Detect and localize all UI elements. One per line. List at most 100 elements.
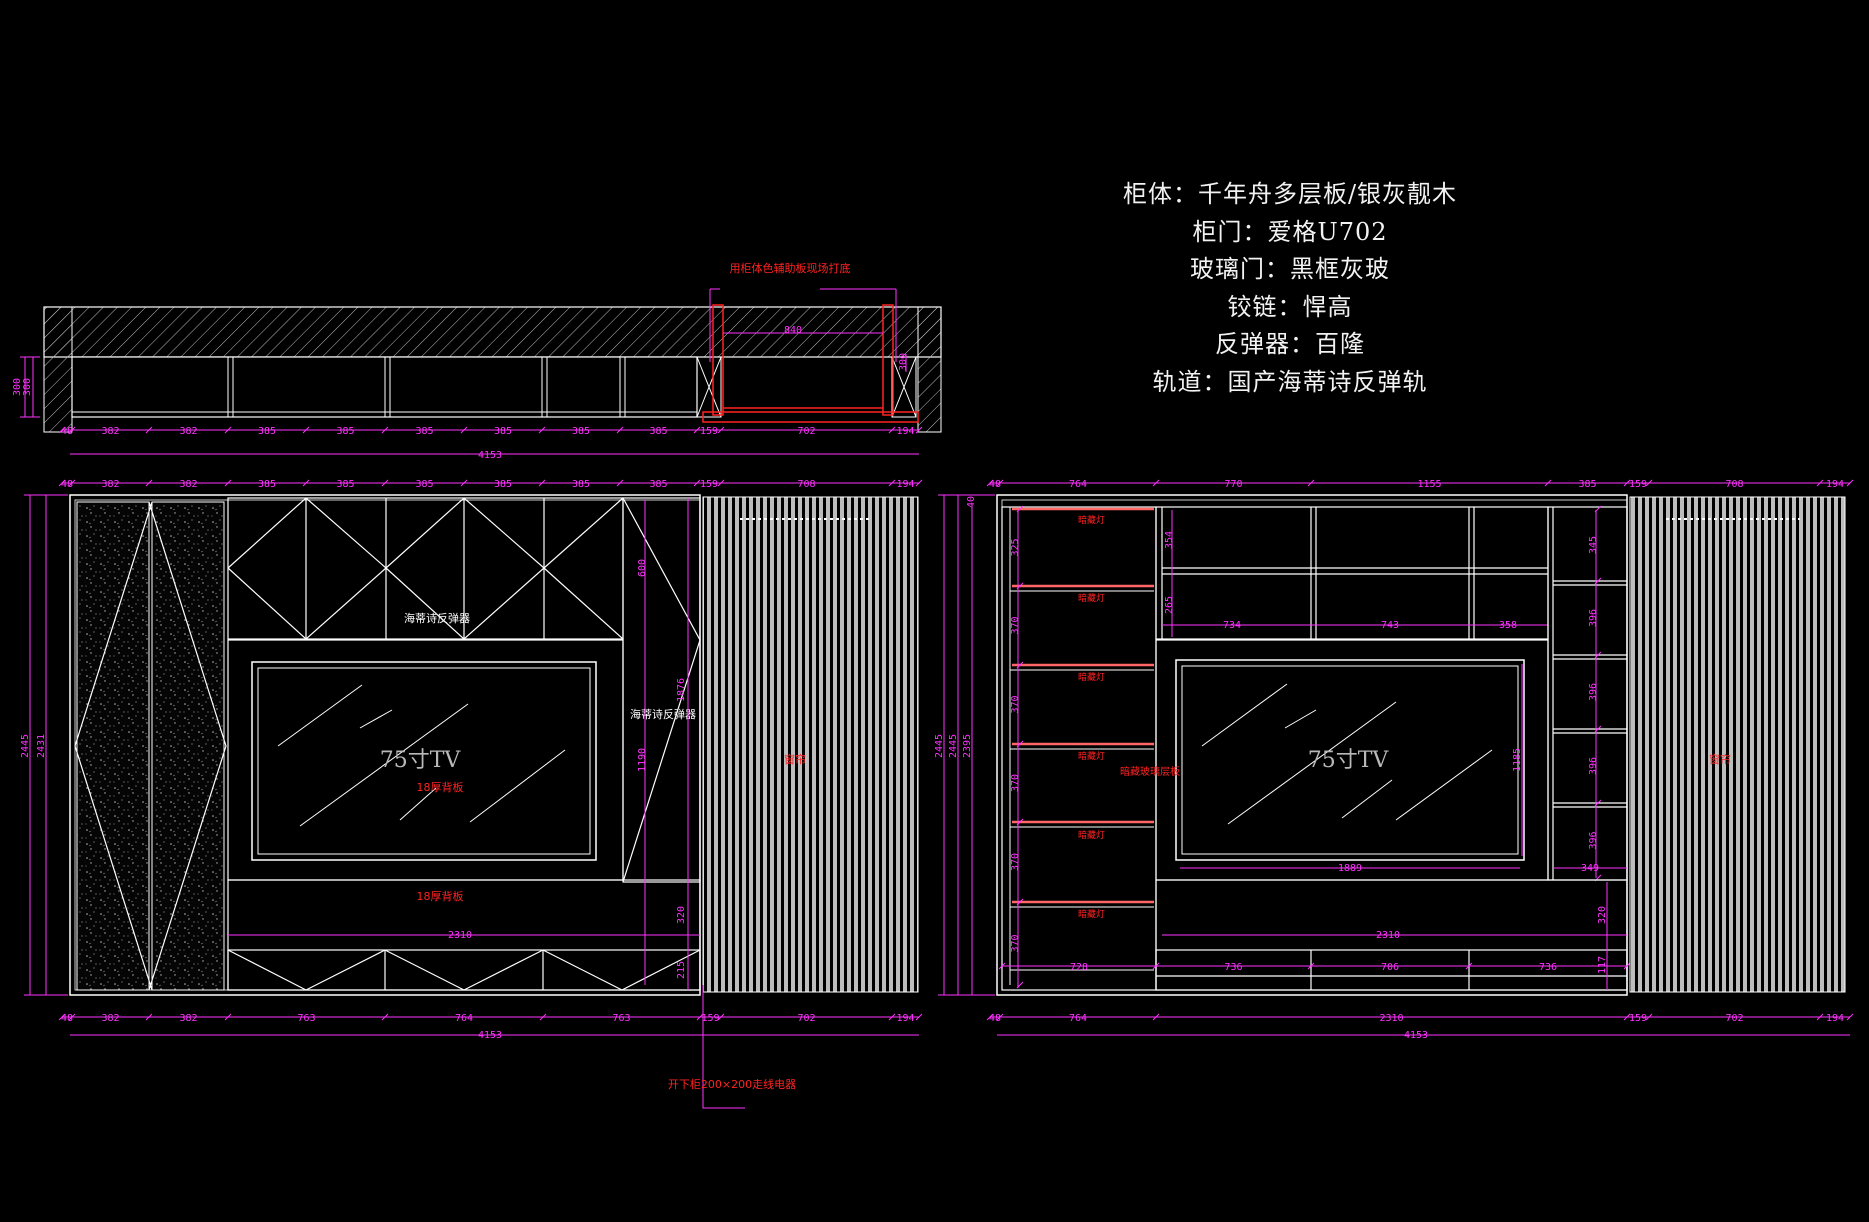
curtain-label-left: 窗帘: [784, 752, 806, 766]
plan-side-dim: 300: [898, 353, 909, 371]
left-top-dim-tick: [538, 479, 546, 487]
tv-width-dim: 1889: [1338, 863, 1362, 874]
left-top-dim-value: 385: [336, 479, 354, 490]
right-top-dim-value: 159: [1629, 479, 1647, 490]
rebound-label-side: 海蒂诗反弹器: [630, 707, 696, 721]
upper-dim-1: 354: [1164, 531, 1175, 549]
right-bottom-dim-value: 48: [989, 1013, 1001, 1024]
right-top-dim-tick: [1846, 479, 1854, 487]
left-height-dim-lines: [24, 494, 689, 996]
right-top-dim-value: 764: [1069, 479, 1087, 490]
left-top-dim-tick: [58, 479, 66, 487]
note-rebounder: 反弹器：百隆: [1215, 330, 1365, 358]
plan-depth-dim-2: 300: [22, 378, 33, 396]
back-panel-label-2: 18厚背板: [417, 889, 464, 903]
left-right-dim-5: 215: [676, 961, 687, 979]
left-shelf-dim-value: 370: [1010, 616, 1021, 634]
back-panel-label: 18厚背板: [417, 780, 464, 794]
left-top-dim-value: 382: [179, 479, 197, 490]
glass-door-left: [76, 501, 150, 991]
upper-open-shelves: [1155, 506, 1549, 640]
right-height-dim-1: 2445: [934, 734, 945, 758]
plan-bottom-dim-value: 194: [896, 426, 914, 437]
left-top-dim-value: 382: [101, 479, 119, 490]
left-top-dim-tick: [68, 479, 76, 487]
plan-bottom-dim-value: 48: [61, 426, 73, 437]
left-bottom-dim-tick: [68, 1013, 76, 1021]
left-bottom-dim-tick: [145, 1013, 153, 1021]
glass-door-right: [151, 501, 225, 991]
plan-wall-hatch-left: [43, 306, 73, 433]
right-top-dim-value: 48: [989, 479, 1001, 490]
right-bottom-dim-tick: [1816, 1013, 1824, 1021]
left-top-dim-tick: [460, 479, 468, 487]
row-dim-1: 734: [1223, 620, 1241, 631]
left-bottom-dim-value: 382: [101, 1013, 119, 1024]
left-bottom-dim-value: 763: [612, 1013, 630, 1024]
side-dim-3: 40: [966, 496, 977, 508]
left-shelf-dim-tick: [1016, 740, 1024, 748]
left-total-dim: 4153: [478, 1030, 502, 1041]
right-bottom-dim-value: 2310: [1379, 1013, 1403, 1024]
left-shelf-dim-value: 370: [1010, 695, 1021, 713]
light-label-3: 暗藏灯: [1078, 671, 1105, 683]
right-bottom-dim-value: 702: [1725, 1013, 1743, 1024]
note-hinge: 铰链：悍高: [1227, 292, 1353, 321]
side-dim-1: 320: [1597, 906, 1608, 924]
plan-bottom-dim-tick: [302, 426, 310, 434]
curtain-label-right: 窗帘: [1709, 752, 1731, 766]
left-shelf-dim-tick: [1016, 582, 1024, 590]
plan-bottom-dim-value: 385: [415, 426, 433, 437]
light-label-1: 暗藏灯: [1078, 514, 1105, 526]
left-top-dim-tick: [302, 479, 310, 487]
cable-note-leader: [702, 985, 745, 1109]
right-shelf-dim-tick: [1594, 577, 1602, 585]
material-notes: 柜体：千年舟多层板/银灰靓木 柜门：爱格U702 玻璃门：黑框灰玻 铰链：悍高 …: [1080, 176, 1500, 401]
left-shelf-dim-tick: [1016, 981, 1024, 989]
right-bottom-dim-tick: [1645, 1013, 1653, 1021]
left-bottom-dim-value: 764: [455, 1013, 473, 1024]
glass-door-hinge-lines: [74, 501, 227, 991]
right-bottom-dim-value: 194: [1826, 1013, 1844, 1024]
left-top-dim-tick: [693, 479, 701, 487]
left-bottom-dim-tick: [381, 1013, 389, 1021]
right-top-dim-tick: [1645, 479, 1653, 487]
right-shelf-dim-tick: [1594, 651, 1602, 659]
right-shelf-column: [1547, 506, 1628, 881]
right-top-dim-tick: [1152, 479, 1160, 487]
plan-opening-red: [702, 304, 919, 423]
right-top-dim-value: 194: [1826, 479, 1844, 490]
left-bottom-dim-tick: [696, 1013, 704, 1021]
left-top-dim-tick: [145, 479, 153, 487]
left-bottom-dim-tick: [915, 1013, 923, 1021]
left-top-dim-value: 385: [258, 479, 276, 490]
right-height-dim-3: 2395: [962, 734, 973, 758]
tv-screen-left: [257, 667, 591, 855]
curtain-right: [1629, 496, 1846, 993]
plan-bottom-dim-value: 382: [101, 426, 119, 437]
right-mid-dim: 2310: [1376, 930, 1400, 941]
drawer-dim-tick: [998, 962, 1006, 970]
left-shelf-dim-tick: [1016, 661, 1024, 669]
plan-bottom-dim-tick: [58, 426, 66, 434]
left-shelf-light-labels: 暗藏灯 暗藏灯 暗藏灯 暗藏灯 暗藏灯 暗藏灯: [1078, 514, 1105, 920]
left-top-dim-value: 159: [700, 479, 718, 490]
plan-bottom-dim-tick: [888, 426, 896, 434]
right-bottom-dim-value: 764: [1069, 1013, 1087, 1024]
right-top-dim-value: 770: [1224, 479, 1242, 490]
plan-note: 用柜体色辅助板现场打底: [730, 261, 851, 275]
right-bottom-dim-tick: [1623, 1013, 1631, 1021]
plan-bottom-dim-tick: [224, 426, 232, 434]
tv-label-right: 75寸TV: [1308, 748, 1390, 773]
plan-bottom-dim-value: 385: [258, 426, 276, 437]
plan-bottom-dim-value: 385: [336, 426, 354, 437]
left-bottom-dim-tick: [539, 1013, 547, 1021]
plan-bottom-dim-tick: [538, 426, 546, 434]
